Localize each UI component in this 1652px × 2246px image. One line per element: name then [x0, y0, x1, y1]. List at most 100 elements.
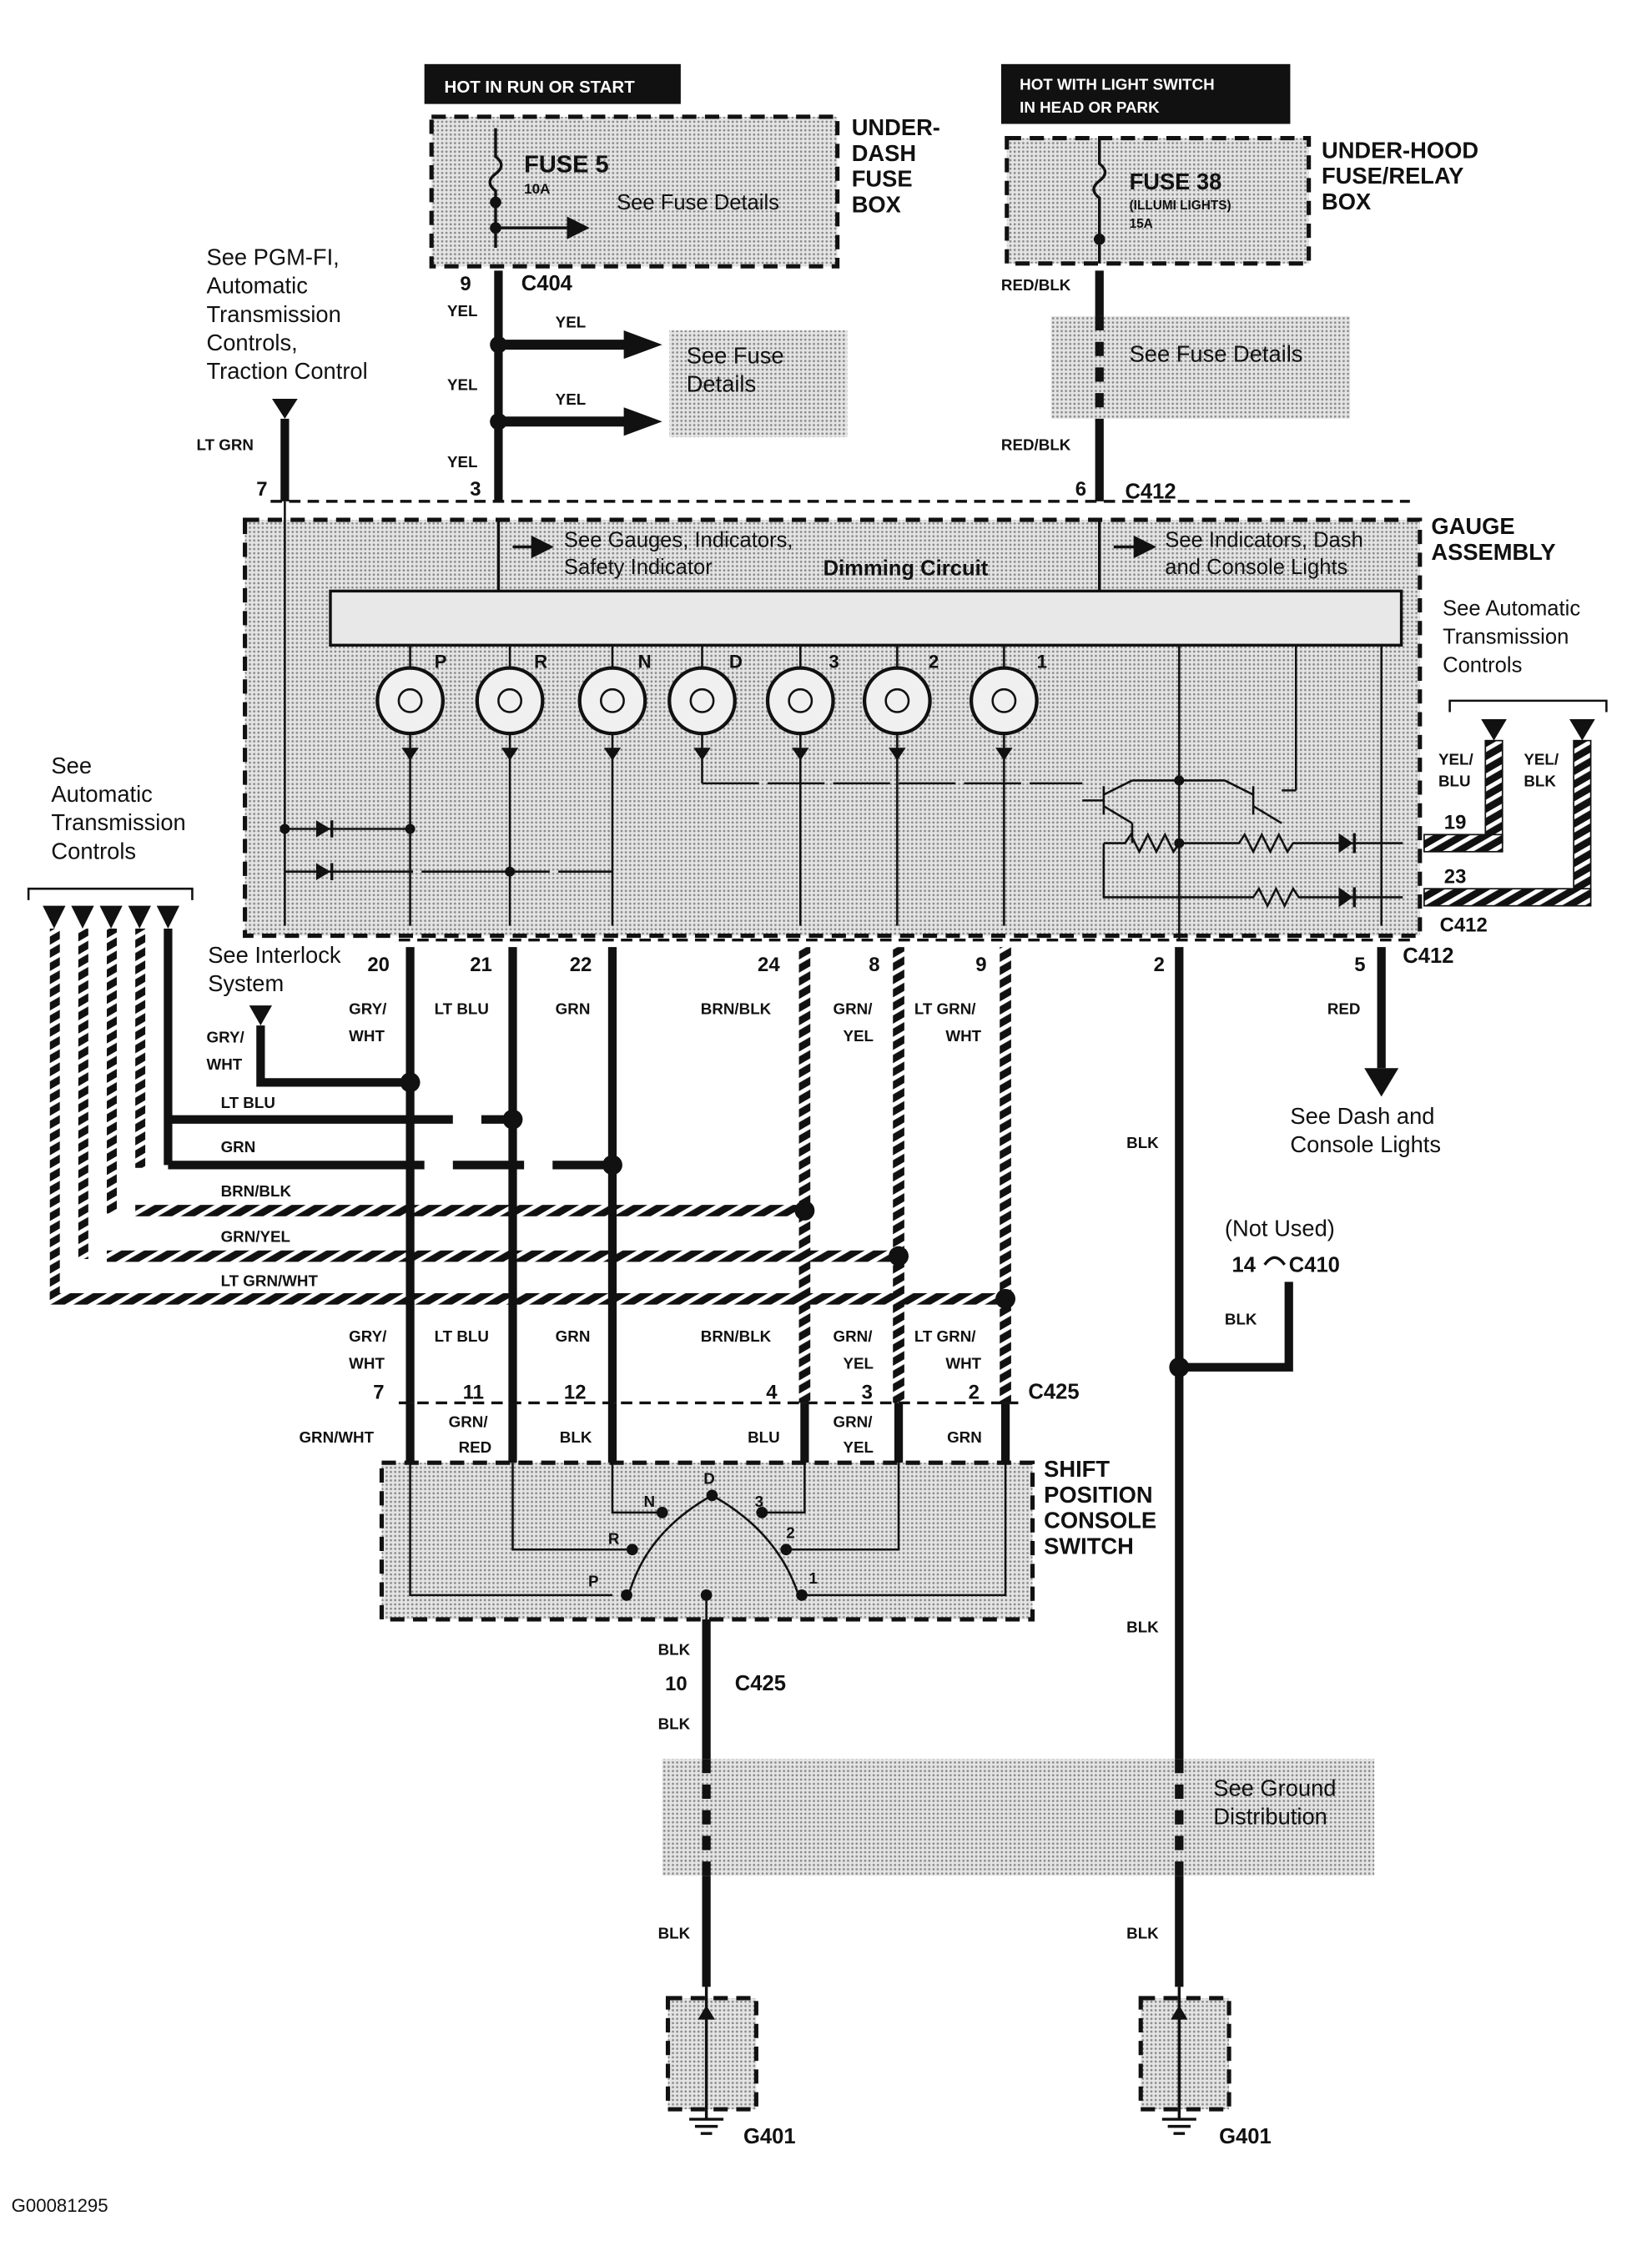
svg-text:3: 3 — [862, 1381, 873, 1403]
svg-text:Traction Control: Traction Control — [207, 358, 368, 384]
svg-text:FUSE/RELAY: FUSE/RELAY — [1322, 163, 1463, 189]
auto-trans-harness-left — [43, 905, 180, 1302]
see-fuse-details-box — [669, 330, 848, 438]
svg-text:See Gauges, Indicators,: See Gauges, Indicators, — [564, 529, 793, 552]
svg-text:2: 2 — [969, 1381, 980, 1403]
connector-c412-top: C412 — [1125, 480, 1176, 503]
svg-text:D: D — [729, 652, 743, 672]
svg-text:BLU: BLU — [1438, 772, 1471, 789]
svg-text:GRN: GRN — [556, 1327, 591, 1345]
connector-c404: C404 — [521, 272, 573, 295]
svg-text:See PGM-FI,: See PGM-FI, — [207, 244, 340, 270]
svg-text:BLK: BLK — [658, 1924, 691, 1941]
svg-text:9: 9 — [460, 273, 471, 295]
svg-text:(ILLUMI LIGHTS): (ILLUMI LIGHTS) — [1130, 199, 1231, 213]
svg-text:Automatic: Automatic — [51, 781, 152, 807]
svg-text:R: R — [608, 1529, 620, 1547]
svg-text:BRN/BLK: BRN/BLK — [701, 1000, 772, 1017]
svg-text:G401: G401 — [743, 2125, 796, 2148]
svg-text:2: 2 — [786, 1524, 794, 1542]
indicator-r-bulb: R — [475, 645, 547, 926]
svg-text:YEL: YEL — [447, 453, 477, 471]
svg-text:Automatic: Automatic — [207, 273, 308, 299]
svg-text:4: 4 — [766, 1381, 778, 1403]
svg-text:11: 11 — [463, 1381, 484, 1403]
svg-text:GAUGE: GAUGE — [1431, 513, 1514, 539]
connector-c412-bottom: C412 — [1403, 944, 1453, 968]
svg-text:See Dash and: See Dash and — [1290, 1103, 1434, 1129]
svg-text:ASSEMBLY: ASSEMBLY — [1431, 539, 1555, 565]
svg-text:GRY/: GRY/ — [349, 1000, 387, 1017]
svg-text:IN HEAD OR PARK: IN HEAD OR PARK — [1020, 98, 1160, 116]
hot-run-start-banner: HOT IN RUN OR START — [424, 63, 681, 104]
svg-text:See Automatic: See Automatic — [1443, 597, 1580, 620]
svg-text:23: 23 — [1444, 865, 1467, 888]
gauge-assembly — [243, 517, 1423, 939]
connector-c410: C410 — [1289, 1253, 1340, 1277]
svg-text:RED/BLK: RED/BLK — [1001, 276, 1071, 294]
svg-text:GRN/: GRN/ — [449, 1413, 489, 1430]
svg-text:BRN/BLK: BRN/BLK — [221, 1182, 292, 1200]
svg-text:20: 20 — [367, 954, 390, 976]
svg-text:SWITCH: SWITCH — [1044, 1533, 1134, 1559]
svg-text:R: R — [534, 652, 547, 672]
svg-text:See Interlock: See Interlock — [208, 942, 341, 968]
svg-text:P: P — [435, 652, 447, 672]
dimming-circuit-bus — [329, 589, 1403, 647]
indicator-2-bulb: 2 — [862, 645, 939, 926]
svg-text:C412: C412 — [1440, 914, 1488, 936]
svg-text:Transmission: Transmission — [207, 301, 341, 327]
svg-text:GRN/: GRN/ — [834, 1413, 874, 1430]
svg-text:YEL: YEL — [843, 1438, 873, 1456]
svg-text:D: D — [703, 1470, 715, 1488]
svg-text:RED/BLK: RED/BLK — [1001, 436, 1071, 453]
svg-text:3: 3 — [470, 478, 481, 501]
svg-text:See: See — [51, 753, 92, 778]
indicator-1-bulb: 1 — [969, 645, 1047, 926]
svg-text:WHT: WHT — [945, 1027, 981, 1045]
svg-text:DASH: DASH — [852, 140, 916, 166]
diagram-id: G00081295 — [12, 2195, 108, 2216]
svg-text:GRY/: GRY/ — [207, 1029, 245, 1046]
svg-text:WHT: WHT — [349, 1354, 385, 1372]
svg-text:YEL: YEL — [556, 390, 586, 408]
svg-text:3: 3 — [829, 652, 839, 672]
svg-text:See Fuse: See Fuse — [687, 342, 784, 368]
svg-text:N: N — [638, 652, 652, 672]
svg-text:LT BLU: LT BLU — [435, 1000, 489, 1017]
svg-text:BLK: BLK — [1126, 1618, 1159, 1635]
svg-text:15A: 15A — [1130, 217, 1153, 231]
svg-text:12: 12 — [564, 1381, 587, 1403]
svg-text:YEL/: YEL/ — [1524, 751, 1559, 768]
svg-text:24: 24 — [758, 954, 780, 976]
svg-text:10A: 10A — [524, 181, 550, 197]
svg-text:1: 1 — [809, 1569, 818, 1587]
svg-text:LT GRN/: LT GRN/ — [914, 1327, 976, 1345]
svg-text:Controls,: Controls, — [207, 330, 298, 355]
svg-text:N: N — [644, 1493, 656, 1510]
svg-text:GRN/WHT: GRN/WHT — [299, 1428, 374, 1446]
svg-text:BLK: BLK — [658, 1641, 691, 1659]
ground-g401-right: G401 — [1138, 1987, 1272, 2148]
svg-text:GRN: GRN — [556, 1000, 591, 1017]
svg-text:GRN/YEL: GRN/YEL — [221, 1228, 290, 1246]
svg-text:14: 14 — [1231, 1253, 1256, 1277]
svg-text:BOX: BOX — [852, 191, 901, 217]
svg-text:5: 5 — [1354, 954, 1365, 976]
svg-text:and Console Lights: and Console Lights — [1165, 556, 1347, 579]
svg-text:BLK: BLK — [1225, 1311, 1257, 1328]
svg-text:System: System — [208, 970, 284, 996]
svg-text:BLK: BLK — [1126, 1134, 1159, 1151]
dimming-circuit-label: Dimming Circuit — [823, 557, 989, 581]
svg-text:YEL: YEL — [843, 1027, 873, 1045]
svg-text:LT GRN: LT GRN — [197, 436, 254, 453]
svg-text:19: 19 — [1444, 811, 1467, 833]
svg-text:22: 22 — [570, 954, 592, 976]
svg-text:UNDER-: UNDER- — [852, 114, 940, 140]
svg-text:See Indicators, Dash: See Indicators, Dash — [1165, 529, 1363, 552]
svg-text:FUSE: FUSE — [852, 166, 913, 192]
indicator-3-bulb: 3 — [765, 645, 839, 926]
svg-text:UNDER-HOOD: UNDER-HOOD — [1322, 137, 1478, 163]
indicator-d-bulb: D — [667, 645, 1083, 785]
